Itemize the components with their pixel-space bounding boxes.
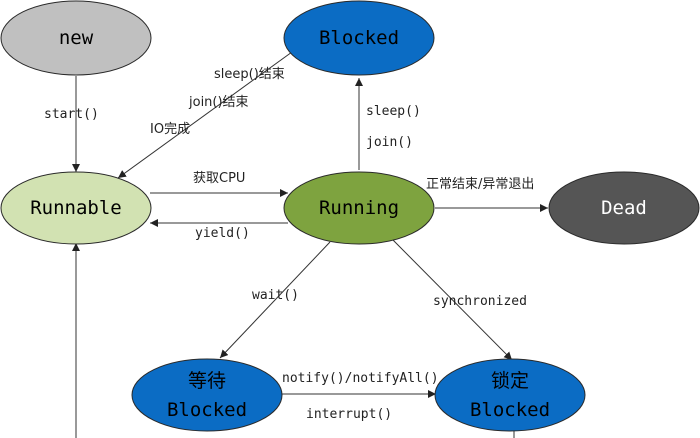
state-blocked-top-shape: [283, 0, 435, 76]
state-lock-blocked: 锁定 Blocked: [434, 358, 586, 432]
state-dead-shape: [548, 171, 700, 245]
label-io-done: IO完成: [150, 122, 190, 137]
state-running-label: Running: [319, 197, 399, 219]
state-new: new: [0, 0, 152, 76]
label-sleep-end: sleep()结束: [214, 67, 285, 82]
state-blocked-top-label: Blocked: [319, 27, 399, 49]
label-normal-exit: 正常结束/异常退出: [426, 177, 534, 192]
state-new-label: new: [59, 27, 94, 49]
state-runnable-label: Runnable: [30, 197, 122, 219]
state-running: Running: [283, 171, 435, 245]
state-dead: Dead: [548, 171, 700, 245]
state-runnable: Runnable: [0, 171, 152, 245]
state-new-shape: [0, 0, 152, 76]
state-runnable-shape: [0, 171, 152, 245]
state-wait-blocked-label-line1: 等待: [188, 370, 226, 392]
label-start: start(): [44, 107, 99, 122]
state-wait-blocked-shape: [131, 358, 283, 432]
label-notify: notify()/notifyAll(): [282, 371, 439, 386]
state-dead-label: Dead: [601, 197, 647, 219]
label-get-cpu: 获取CPU: [193, 171, 245, 186]
edge-running-to-wait-blocked: [219, 241, 331, 359]
label-wait: wait(): [252, 288, 299, 303]
label-yield: yield(): [195, 226, 250, 241]
state-wait-blocked: 等待 Blocked: [131, 358, 283, 432]
label-join-end: join()结束: [188, 95, 249, 110]
state-lock-blocked-shape: [434, 358, 586, 432]
label-interrupt: interrupt(): [306, 407, 392, 422]
label-sleep: sleep(): [366, 104, 421, 119]
state-running-shape: [283, 171, 435, 245]
state-lock-blocked-label-line1: 锁定: [491, 370, 529, 392]
label-synchronized: synchronized: [433, 294, 527, 309]
state-lock-blocked-label-line2: Blocked: [470, 399, 550, 421]
label-join: join(): [366, 135, 413, 150]
state-wait-blocked-label-line2: Blocked: [167, 399, 247, 421]
edge-running-to-lock-blocked: [392, 239, 513, 361]
edge-blocked-to-runnable: [117, 51, 293, 179]
state-blocked-top: Blocked: [283, 0, 435, 76]
